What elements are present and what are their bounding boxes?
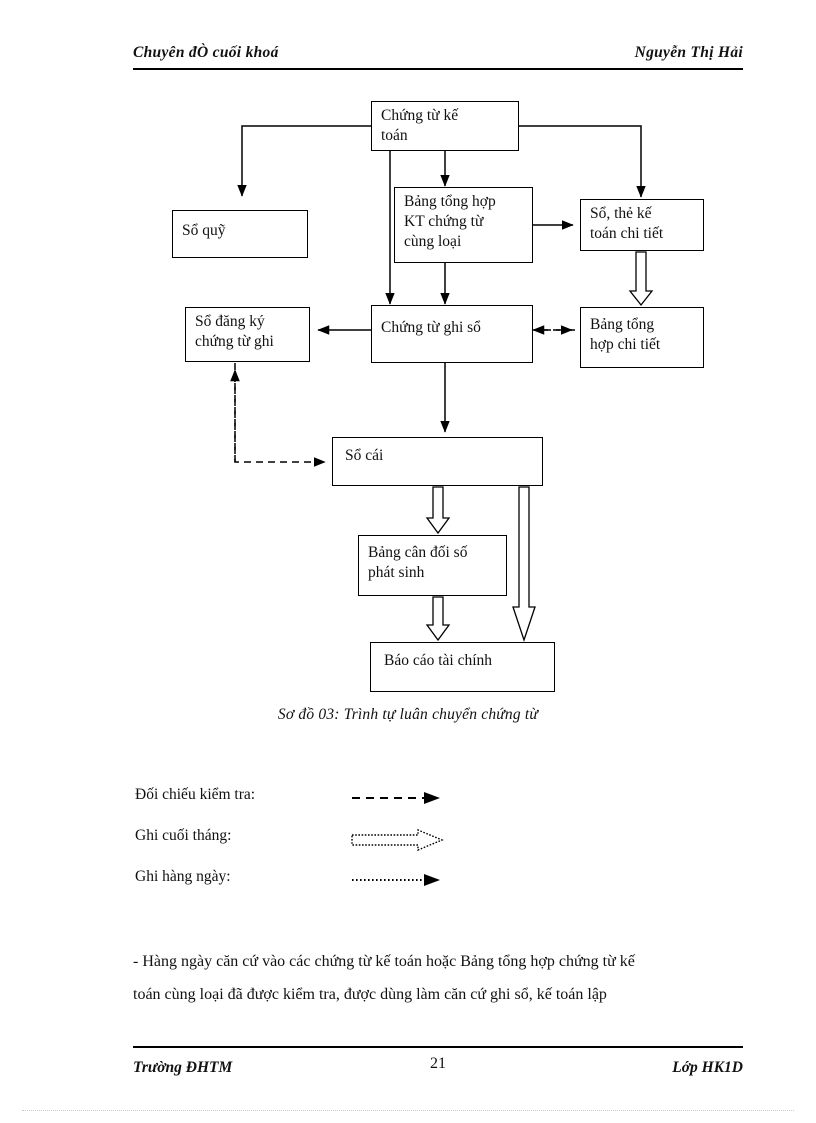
header-author-right: Nguyễn Thị Hải — [634, 44, 743, 61]
running-header: Chuyên đÒ cuối khoá Nguyễn Thị Hải — [133, 44, 743, 70]
box-line: Sổ, thẻ kế — [590, 205, 652, 222]
legend-item: Ghi hàng ngày: — [135, 868, 495, 909]
body-line-1: - Hàng ngày căn cứ vào các chứng từ kế t… — [133, 953, 635, 970]
header-rule — [133, 68, 743, 70]
diagram-box-so-quy: Sổ quỹ — [172, 210, 308, 258]
legend-label-doi-chieu: Đối chiếu kiểm tra: — [135, 786, 256, 803]
flowchart-diagram: Chứng từ kế toán Sổ quỹ Bảng tổng hợp KT… — [172, 101, 704, 692]
legend: Đối chiếu kiểm tra: Ghi cuối tháng: Ghi … — [135, 786, 495, 909]
body-paragraph: - Hàng ngày căn cứ vào các chứng từ kế t… — [133, 946, 745, 1012]
box-line: Chứng từ kế — [381, 107, 459, 124]
hollow-block-arrow-icon — [351, 829, 444, 851]
box-line: Bảng tổng — [590, 316, 655, 333]
footer-school: Trường ĐHTM — [133, 1059, 233, 1076]
legend-label-ghi-hang-ngay: Ghi hàng ngày: — [135, 868, 231, 885]
box-line: KT chứng từ — [404, 212, 484, 230]
diagram-box-bang-can-doi: Bảng cân đối số phát sinh — [358, 535, 507, 596]
diagram-box-chung-tu-ke-toan: Chứng từ kế toán — [371, 101, 519, 151]
body-line-2: toán cùng loại đã được kiểm tra, được dù… — [133, 985, 607, 1003]
box-line: cùng loại — [404, 232, 462, 250]
box-line: chứng từ ghi — [195, 332, 274, 350]
diagram-box-bang-tong-hop-chi-tiet: Bảng tổng hợp chi tiết — [580, 307, 704, 368]
box-line: hợp chi tiết — [590, 335, 661, 353]
box-line: Sổ cái — [345, 447, 384, 464]
diagram-box-chung-tu-ghi-so: Chứng từ ghi sổ — [371, 305, 533, 363]
footer-class: Lớp HK1D — [672, 1059, 743, 1076]
scan-artifact-line — [22, 1110, 794, 1111]
footer-rule — [133, 1046, 743, 1048]
legend-item: Đối chiếu kiểm tra: — [135, 786, 495, 827]
box-line: Bảng cân đối số — [368, 544, 468, 561]
legend-label-ghi-cuoi-thang: Ghi cuối tháng: — [135, 827, 232, 844]
running-footer: Trường ĐHTM 21 Lớp HK1D — [133, 1046, 743, 1086]
box-line: toán — [381, 126, 408, 144]
box-line: Sổ đăng ký — [195, 313, 265, 330]
header-title-left: Chuyên đÒ cuối khoá — [133, 44, 279, 61]
box-line: Báo cáo tài chính — [384, 652, 493, 669]
diagram-box-so-cai: Sổ cái — [332, 437, 543, 486]
diagram-box-bao-cao-tai-chinh: Báo cáo tài chính — [370, 642, 555, 692]
diagram-box-bang-tong-hop-kt: Bảng tổng hợp KT chứng từ cùng loại — [394, 187, 533, 263]
box-line: toán chi tiết — [590, 224, 664, 242]
dashed-arrow-icon — [352, 792, 440, 804]
box-line: Chứng từ ghi sổ — [381, 319, 481, 336]
diagram-box-so-dang-ky: Sổ đăng ký chứng từ ghi — [185, 307, 310, 362]
legend-item: Ghi cuối tháng: — [135, 827, 495, 868]
box-line: Bảng tổng hợp — [404, 193, 496, 210]
box-line: Sổ quỹ — [182, 222, 226, 239]
diagram-connectors — [230, 125, 654, 643]
box-line: phát sinh — [368, 563, 425, 581]
page-number: 21 — [430, 1055, 446, 1072]
diagram-box-so-the-ke-toan-chi-tiet: Sổ, thẻ kế toán chi tiết — [580, 199, 704, 251]
dotted-arrow-icon — [352, 874, 440, 886]
diagram-caption: Sơ đồ 03: Trình tự luân chuyển chứng từ — [277, 706, 539, 723]
